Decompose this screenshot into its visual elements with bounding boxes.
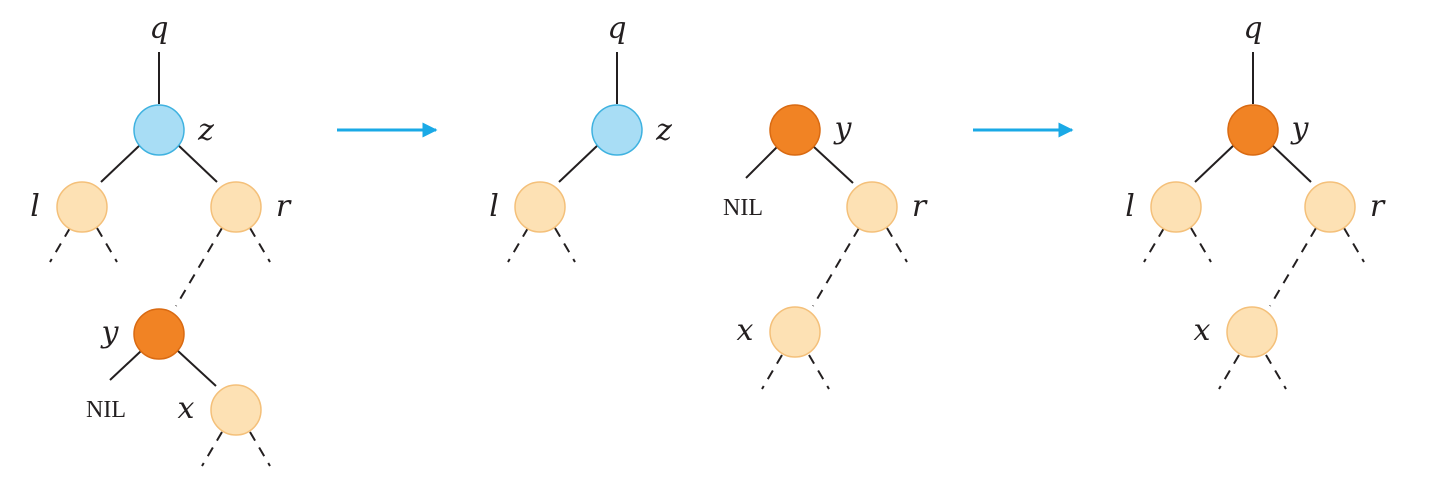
label-y-2: y [833, 111, 853, 146]
node-l [56, 181, 108, 233]
label-r-2: r [912, 189, 928, 224]
stub-x3-left [1218, 354, 1240, 390]
stub-x2-left [761, 354, 783, 390]
stub-x-left [201, 431, 223, 467]
label-x: x [178, 391, 195, 426]
node-l-2 [514, 181, 566, 233]
stub-l-left [49, 227, 71, 263]
path-r3-to-x [1269, 227, 1317, 307]
edge-z-r [177, 144, 218, 183]
label-r-3: r [1370, 189, 1386, 224]
node-r-2 [846, 181, 898, 233]
stub-x-right [249, 431, 271, 467]
label-nil: NIL [86, 397, 126, 423]
panel-2-intermediate: q z l y NIL r x [489, 11, 928, 390]
node-l-3 [1150, 181, 1202, 233]
label-y: y [100, 315, 120, 350]
edge-y-x [177, 350, 217, 387]
edge-y3-r [1271, 144, 1312, 183]
edge-y3-l [1194, 144, 1235, 183]
stub-l3-right [1190, 227, 1212, 263]
label-x-2: x [737, 313, 754, 348]
edge-z-l-2 [558, 144, 599, 183]
node-z [133, 104, 185, 156]
label-l-2: l [489, 189, 499, 224]
stub-l2-left [507, 227, 529, 263]
stub-r-right [249, 227, 271, 263]
stub-l-right [96, 227, 118, 263]
stub-r2-right [886, 227, 908, 263]
label-y-3: y [1290, 111, 1310, 146]
path-r2-to-x [812, 227, 860, 307]
edge-y2-r [813, 146, 854, 184]
stub-x2-right [808, 354, 830, 390]
stub-x3-right [1265, 354, 1287, 390]
edge-y-nil [109, 350, 142, 381]
node-r [210, 181, 262, 233]
stub-l2-right [554, 227, 576, 263]
label-x-3: x [1194, 313, 1211, 348]
edge-y2-nil [745, 146, 778, 179]
label-q: q [149, 11, 168, 46]
stub-l3-left [1143, 227, 1165, 263]
node-y-2 [769, 104, 821, 156]
node-z-2 [591, 104, 643, 156]
label-l: l [30, 189, 40, 224]
label-q-2: q [607, 11, 626, 46]
panel-1-original-tree: q z l r y NIL x [30, 11, 292, 467]
label-nil-2: NIL [723, 195, 763, 221]
node-y [133, 308, 185, 360]
label-q-3: q [1243, 11, 1262, 46]
node-x-2 [769, 306, 821, 358]
panel-3-result-tree: q y l r x [1125, 11, 1386, 390]
stub-r3-right [1343, 227, 1365, 263]
node-x [210, 384, 262, 436]
label-z-2: z [655, 113, 672, 148]
label-z: z [197, 113, 214, 148]
node-x-3 [1226, 306, 1278, 358]
path-r-to-y [175, 227, 223, 307]
label-l-3: l [1125, 189, 1135, 224]
node-r-3 [1304, 181, 1356, 233]
node-y-3 [1227, 104, 1279, 156]
edge-z-l [100, 144, 141, 183]
label-r: r [276, 189, 292, 224]
